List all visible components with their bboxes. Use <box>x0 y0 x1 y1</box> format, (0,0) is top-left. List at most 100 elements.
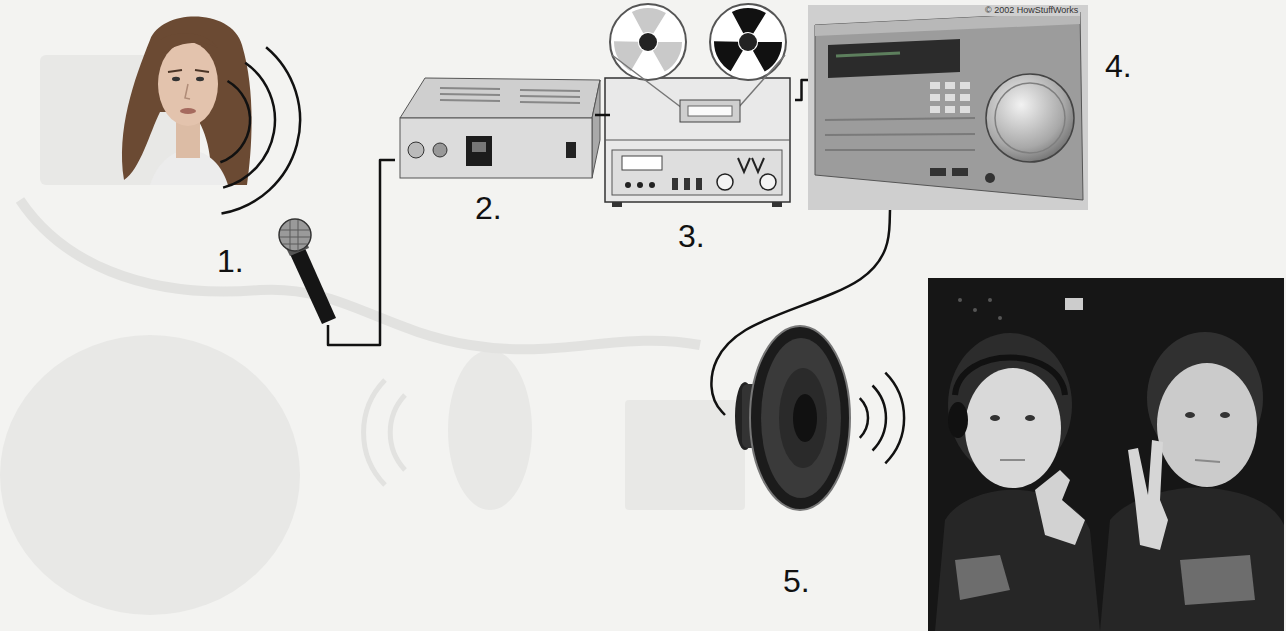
listeners-photo <box>1157 363 1257 487</box>
callout-tape-recorder: 3. <box>610 5 795 255</box>
tape-recorder <box>610 4 686 80</box>
listeners-photo <box>998 316 1002 320</box>
tape-recorder <box>626 20 670 64</box>
singer-portrait <box>172 77 180 81</box>
receiver <box>930 106 940 113</box>
callout-number: 5. <box>783 565 810 597</box>
listeners-photo <box>965 368 1061 488</box>
sound-waves <box>222 47 301 213</box>
tape-recorder <box>696 178 702 190</box>
listeners-photo <box>1195 460 1220 462</box>
tape-recorder <box>739 33 757 51</box>
receiver <box>960 106 970 113</box>
amplifier <box>592 80 600 178</box>
callout-number: 4. <box>1105 50 1132 82</box>
tape-recorder <box>639 33 657 51</box>
singer-portrait <box>122 17 252 185</box>
microphone <box>280 220 310 251</box>
loudspeaker <box>750 326 850 510</box>
listeners-photo <box>1128 440 1168 550</box>
listeners-photo <box>928 278 1284 631</box>
singer-portrait <box>185 84 190 99</box>
receiver <box>825 118 975 150</box>
signal-cable <box>711 210 890 415</box>
tape-recorder <box>649 182 655 188</box>
tape-recorder <box>622 156 662 170</box>
tape-recorder <box>612 202 622 207</box>
tape-recorder <box>710 4 786 80</box>
listeners-photo <box>988 298 992 302</box>
listeners-photo <box>973 308 977 312</box>
listeners-photo <box>955 358 1065 396</box>
sound-waves <box>885 373 904 464</box>
loudspeaker <box>761 338 841 498</box>
callout-microphone: 1. <box>205 215 335 325</box>
receiver <box>930 94 940 101</box>
amplifier <box>472 142 486 152</box>
tape-recorder <box>672 178 678 190</box>
tape-recorder <box>605 78 790 202</box>
amplifier <box>466 136 492 166</box>
tape-recorder <box>717 174 733 190</box>
listeners-photo <box>1185 412 1195 418</box>
ghost-shapes <box>448 350 532 510</box>
receiver <box>986 74 1074 162</box>
singer-portrait <box>122 17 252 185</box>
tape-recorder <box>738 158 764 172</box>
callout-number: 1. <box>217 245 244 277</box>
receiver <box>985 173 995 183</box>
listeners-photo <box>990 415 1000 421</box>
listeners-photo <box>958 298 1002 320</box>
tape-recorder <box>760 174 776 190</box>
loudspeaker <box>735 326 850 510</box>
tape-recorder <box>688 106 732 116</box>
ghost-shapes <box>364 380 405 485</box>
tape-recorder <box>605 4 790 207</box>
amplifier <box>400 118 592 178</box>
copyright-note: © 2002 HowStuffWorks <box>983 6 1080 16</box>
copyright-note: © 2002 HowStuffWorks <box>983 6 1080 16</box>
listeners-photo <box>935 490 1100 631</box>
listeners-photo <box>1035 470 1085 545</box>
listeners-photo <box>1220 412 1230 418</box>
receiver <box>945 106 955 113</box>
amplifier <box>400 78 600 118</box>
amplifier <box>433 143 447 157</box>
listeners-photo <box>958 298 962 302</box>
receiver <box>808 5 1088 210</box>
sound-waves <box>223 63 275 188</box>
callout-number: 3. <box>678 220 705 252</box>
receiver <box>828 39 960 78</box>
receiver <box>960 94 970 101</box>
listeners-photo <box>928 278 1284 631</box>
listeners-photo <box>955 555 1010 600</box>
receiver <box>960 82 970 89</box>
sound-waves <box>873 386 886 451</box>
listeners-photo <box>1065 298 1083 310</box>
tape-recorder <box>605 140 790 141</box>
tape-recorder <box>772 202 782 207</box>
tape-recorder <box>726 20 770 64</box>
loudspeaker <box>779 368 827 468</box>
singer-portrait <box>158 42 218 126</box>
amplifier <box>408 142 424 158</box>
listeners-photo <box>948 402 968 438</box>
listeners-photo <box>1100 487 1284 631</box>
sound-waves <box>860 398 868 438</box>
singer-portrait <box>160 33 218 55</box>
receiver <box>930 82 970 113</box>
loudspeaker <box>793 394 817 442</box>
ghost-shapes <box>625 400 745 510</box>
receiver <box>808 5 1088 210</box>
tape-recorder <box>684 178 690 190</box>
listeners-photo <box>1025 415 1035 421</box>
amplifier <box>440 88 580 103</box>
singer-portrait <box>168 70 209 72</box>
callout-number: 2. <box>475 192 502 224</box>
receiver <box>945 82 955 89</box>
receiver <box>815 12 1083 200</box>
amplifier <box>566 142 576 158</box>
receiver <box>930 82 940 89</box>
